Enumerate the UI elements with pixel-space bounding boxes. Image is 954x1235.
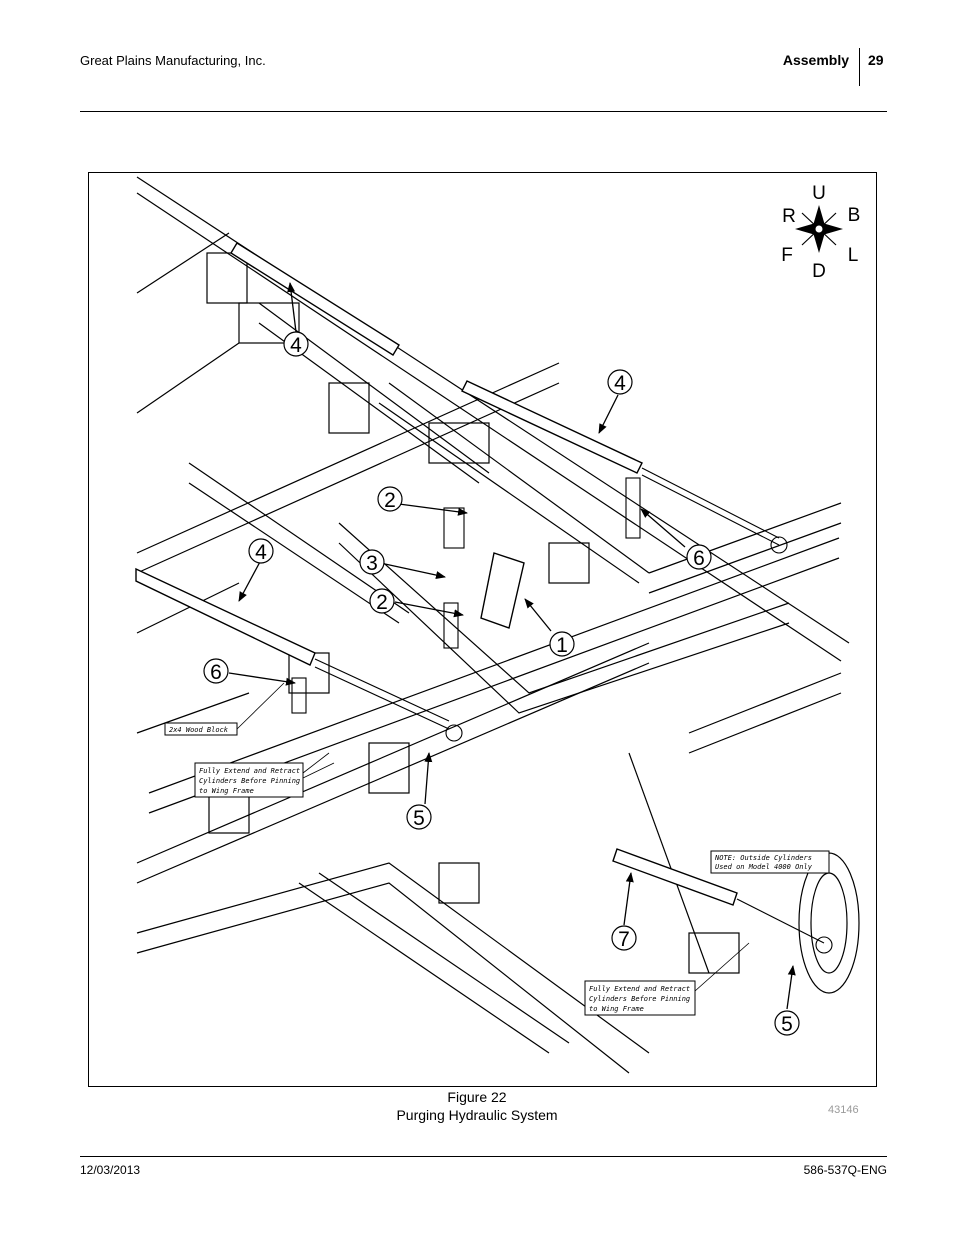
svg-text:6: 6 <box>693 547 705 570</box>
svg-text:6: 6 <box>210 661 222 684</box>
drawing-id: 43146 <box>828 1104 859 1116</box>
footer-doc-number: 586-537Q-ENG <box>803 1163 887 1177</box>
svg-text:NOTE: Outside Cylinders: NOTE: Outside Cylinders <box>714 854 812 862</box>
page-number: 29 <box>868 52 884 68</box>
svg-text:Cylinders Before Pinning: Cylinders Before Pinning <box>199 777 300 785</box>
compass-left: L <box>848 245 859 266</box>
svg-text:Fully Extend and Retract: Fully Extend and Retract <box>589 985 690 993</box>
svg-text:4: 4 <box>290 334 302 357</box>
callout-2-b: 2 <box>369 588 395 614</box>
callout-6-b: 6 <box>203 658 229 684</box>
note-extend-left: Fully Extend and Retract Cylinders Befor… <box>194 752 335 798</box>
compass-right: R <box>782 206 796 227</box>
cylinders <box>135 242 738 906</box>
compass-down: D <box>812 261 826 282</box>
callout-4-c: 4 <box>248 538 274 564</box>
cylinder-upper-left <box>230 242 400 356</box>
svg-text:Cylinders Before Pinning: Cylinders Before Pinning <box>589 995 690 1003</box>
svg-text:2: 2 <box>384 489 396 512</box>
note-extend-right: Fully Extend and Retract Cylinders Befor… <box>584 942 750 1016</box>
hydraulic-drawing: U D R B F L 4 <box>135 176 860 1074</box>
svg-text:5: 5 <box>781 1013 793 1036</box>
note-outside-cylinders: NOTE: Outside Cylinders Used on Model 40… <box>710 850 830 874</box>
header-divider <box>859 48 860 86</box>
svg-text:3: 3 <box>366 552 378 575</box>
callout-5-b: 5 <box>774 1010 800 1036</box>
header-section: Assembly <box>782 52 849 68</box>
callout-6-a: 6 <box>686 544 712 570</box>
note-wood-block: 2x4 Wood Block <box>164 682 285 736</box>
svg-text:7: 7 <box>618 928 630 951</box>
footer-date: 12/03/2013 <box>80 1163 141 1177</box>
cylinder-upper-right <box>461 380 643 474</box>
callout-3: 3 <box>359 549 385 575</box>
compass-up: U <box>812 183 826 204</box>
svg-text:to Wing Frame: to Wing Frame <box>199 787 254 795</box>
cylinder-center <box>480 552 525 629</box>
footer-rule <box>80 1156 887 1157</box>
svg-text:Used on Model 4000 Only: Used on Model 4000 Only <box>715 863 813 871</box>
callout-1: 1 <box>549 631 575 657</box>
cylinder-lower-right <box>612 848 738 906</box>
svg-text:Fully Extend and Retract: Fully Extend and Retract <box>199 767 300 775</box>
callout-5-a: 5 <box>406 804 432 830</box>
compass-back: B <box>848 205 861 226</box>
svg-text:1: 1 <box>556 634 568 657</box>
callouts: 4 4 4 2 3 2 1 <box>203 331 800 1036</box>
callout-4-a: 4 <box>283 331 309 357</box>
header-company: Great Plains Manufacturing, Inc. <box>80 53 266 68</box>
svg-text:2: 2 <box>376 591 388 614</box>
svg-text:2x4 Wood Block: 2x4 Wood Block <box>169 726 229 734</box>
figure-frame: U D R B F L 4 <box>88 172 877 1087</box>
cylinder-lower-left <box>135 567 316 666</box>
callout-2-a: 2 <box>377 486 403 512</box>
figure-number: Figure 22 <box>447 1089 507 1105</box>
header-rule <box>80 111 887 112</box>
svg-text:5: 5 <box>413 807 425 830</box>
figure-title: Purging Hydraulic System <box>396 1107 558 1123</box>
svg-text:4: 4 <box>255 541 267 564</box>
callout-4-b: 4 <box>607 369 633 395</box>
callout-7: 7 <box>611 925 637 951</box>
svg-text:4: 4 <box>614 372 626 395</box>
leader-arrows <box>228 282 796 1010</box>
compass-rose: U D R B F L <box>781 183 860 282</box>
svg-text:to Wing Frame: to Wing Frame <box>589 1005 644 1013</box>
compass-front: F <box>781 245 793 266</box>
